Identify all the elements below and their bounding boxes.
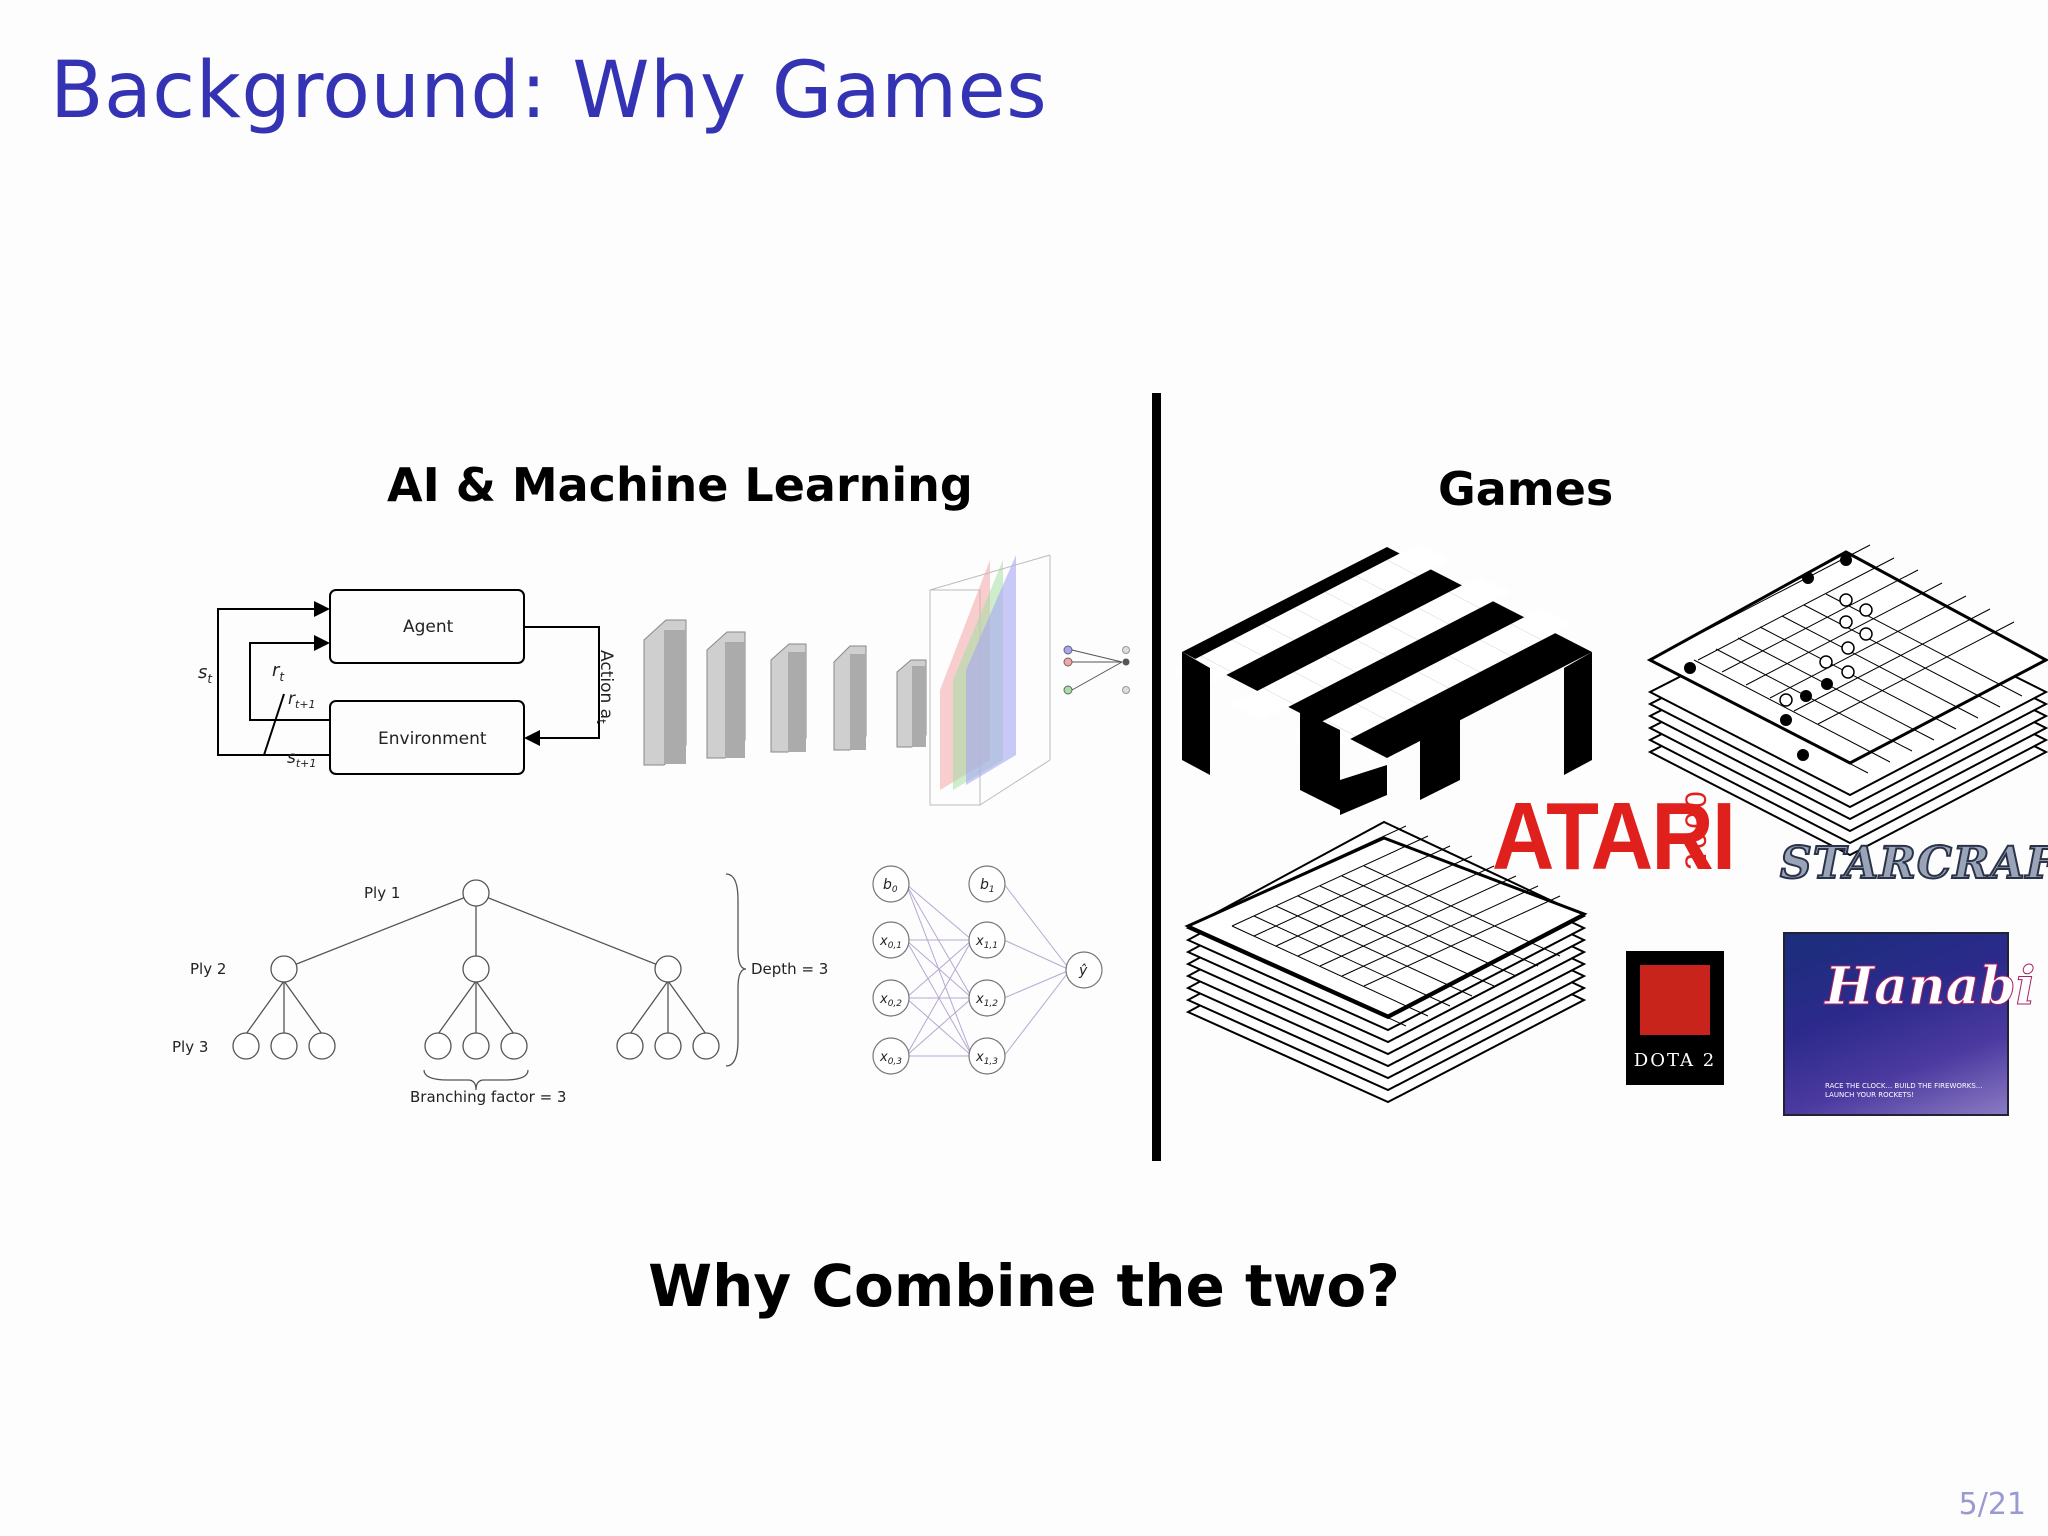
- ply3-label: Ply 3: [172, 1038, 208, 1056]
- nn-x03: x0,3: [879, 1050, 902, 1067]
- slide-title: Background: Why Games: [50, 46, 1048, 136]
- column-divider: [1152, 393, 1161, 1161]
- dota2-logo: DOTA 2: [1626, 951, 1724, 1085]
- nn-b1: b1: [980, 877, 995, 895]
- ply2-label: Ply 2: [190, 960, 226, 978]
- dota-emblem-icon: [1640, 965, 1710, 1035]
- nn-x01: x0,1: [879, 934, 902, 951]
- hanabi-box-art: Hanabi RACE THE CLOCK... BUILD THE FIREW…: [1783, 932, 2036, 1116]
- atari-model-label: 2600: [1680, 787, 1713, 870]
- rl-loop-diagram: [217, 589, 600, 775]
- hanabi-title: Hanabi: [1824, 956, 2036, 1018]
- right-column-heading: Games: [1438, 462, 1614, 516]
- nn-x02: x0,2: [879, 992, 902, 1009]
- agent-label: Agent: [403, 617, 454, 637]
- atari-logo: ATARI: [1492, 783, 1736, 890]
- cnn-diagram: [643, 554, 1130, 806]
- ply1-label: Ply 1: [364, 884, 400, 902]
- depth-label: Depth = 3: [751, 960, 828, 978]
- state-next-label: st+1: [287, 748, 316, 770]
- bottom-question: Why Combine the two?: [648, 1252, 1400, 1320]
- nn-yhat: ŷ: [1078, 963, 1088, 979]
- page-number: 5/21: [1958, 1487, 2026, 1522]
- nn-x11: x1,1: [975, 934, 998, 951]
- reward-next-label: rt+1: [288, 689, 316, 711]
- go-board-image: [1646, 544, 2048, 857]
- action-label: Action at: [594, 650, 616, 724]
- nn-x13: x1,3: [975, 1050, 998, 1067]
- nn-x12: x1,2: [975, 992, 998, 1009]
- state-label: st: [198, 662, 213, 686]
- chess-board-image: [1170, 544, 1592, 815]
- starcraft-logo: STARCRAFT: [1779, 837, 2048, 890]
- dota-label: DOTA 2: [1633, 1050, 1717, 1071]
- branching-label: Branching factor = 3: [410, 1088, 566, 1106]
- environment-label: Environment: [378, 729, 487, 749]
- nn-b0: b0: [883, 877, 898, 895]
- game-tree-diagram: [232, 873, 747, 1091]
- neural-network-diagram: [872, 865, 1103, 1075]
- hanabi-tagline: RACE THE CLOCK... BUILD THE FIREWORKS...…: [1825, 1082, 1983, 1099]
- shogi-board-image: [1184, 820, 1588, 1104]
- reward-label: rt: [272, 660, 285, 684]
- left-column-heading: AI & Machine Learning: [387, 458, 973, 512]
